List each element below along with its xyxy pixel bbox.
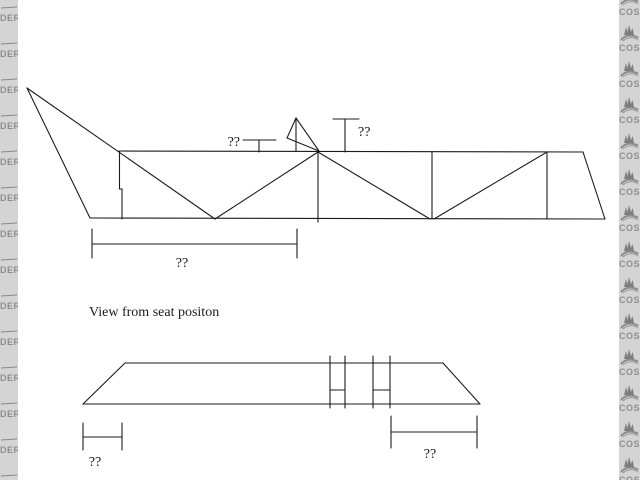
watermark-text-left: DERS — [0, 301, 18, 311]
watermark-tile-left: DERS — [0, 296, 18, 333]
watermark-text-right: COST — [619, 439, 640, 449]
castle-logo-icon — [620, 421, 639, 438]
castle-logo-icon — [620, 25, 639, 42]
watermark-text-left: DERS — [0, 121, 18, 131]
watermark-tile-left: DERS — [0, 440, 18, 477]
watermark-tile-left: DERS — [0, 188, 18, 225]
image-canvas — [18, 0, 619, 480]
watermark-text-right: COST — [619, 151, 640, 161]
background-pattern-left: DERS DERS DERS DERS DERS DERS DERS DERS … — [0, 0, 18, 480]
watermark-tile-right: COST — [619, 452, 640, 480]
mast-base-edge — [286, 137, 320, 152]
nose-upper-edge — [26, 87, 216, 220]
watermark-text-right: COST — [619, 223, 640, 233]
watermark-tile-right: COST — [619, 20, 640, 56]
watermark-tile-right: COST — [619, 380, 640, 416]
view-caption: View from seat positon — [89, 305, 220, 320]
watermark-tile-left: DERS — [0, 152, 18, 189]
watermark-tile-right: COST — [619, 416, 640, 452]
watermark-tile-left: DERS — [0, 332, 18, 369]
watermark-text-left: DERS — [0, 13, 18, 23]
castle-logo-icon — [620, 0, 639, 6]
watermark-text-left: DERS — [0, 337, 18, 347]
truss-rear-slant-edge — [582, 151, 606, 220]
watermark-text-left: DERS — [0, 373, 18, 383]
watermark-text-right: COST — [619, 475, 640, 480]
castle-logo-icon — [620, 169, 639, 186]
watermark-tile-right: COST — [619, 56, 640, 92]
mast-rear-edge — [295, 117, 320, 152]
castle-logo-icon — [620, 277, 639, 294]
watermark-tile-right: COST — [619, 164, 640, 200]
truss-top-chord — [118, 150, 584, 153]
watermark-text-left: DERS — [0, 85, 18, 95]
castle-logo-icon — [620, 241, 639, 258]
watermark-tile-right: COST — [619, 0, 640, 20]
watermark-tile-left: DERS — [0, 260, 18, 297]
watermark-tile-left: DERS — [0, 44, 18, 81]
watermark-tile-right: COST — [619, 128, 640, 164]
watermark-text-left: DERS — [0, 265, 18, 275]
watermark-text-left: DERS — [0, 49, 18, 59]
background-pattern-right: COST COST COST COST COST — [619, 0, 640, 480]
truss-bottom-chord — [89, 217, 606, 220]
watermark-text-right: COST — [619, 187, 640, 197]
watermark-tile-left: DERS — [0, 8, 18, 45]
castle-logo-icon — [620, 97, 639, 114]
castle-logo-icon — [620, 385, 639, 402]
front-length-dim-label: ?? — [176, 256, 188, 271]
truss-diagonal-up-3 — [433, 151, 548, 220]
watermark-tile-left: DERS — [0, 368, 18, 405]
truss-vertical-1 — [118, 150, 123, 220]
truss-diagonal-up-1 — [214, 151, 319, 220]
watermark-tile-right: COST — [619, 92, 640, 128]
watermark-text-left: DERS — [0, 157, 18, 167]
right-width-dim-label: ?? — [424, 447, 436, 462]
seat-height-dim-label: ?? — [228, 135, 240, 150]
watermark-text-right: COST — [619, 115, 640, 125]
seatview-right-slant — [442, 362, 481, 405]
watermark-tile-left: DERS — [0, 80, 18, 117]
castle-logo-icon — [620, 313, 639, 330]
watermark-text-right: COST — [619, 43, 640, 53]
mast-front-edge — [286, 117, 297, 139]
castle-logo-icon — [620, 349, 639, 366]
nose-lower-edge — [26, 87, 91, 219]
watermark-text-right: COST — [619, 367, 640, 377]
watermark-tile-right: COST — [619, 236, 640, 272]
left-width-dim-label: ?? — [89, 455, 101, 470]
seatview-left-slant — [82, 362, 126, 405]
castle-logo-icon — [620, 133, 639, 150]
castle-logo-icon — [620, 205, 639, 222]
watermark-text-right: COST — [619, 259, 640, 269]
watermark-tile-right: COST — [619, 272, 640, 308]
watermark-tile-left: DERS — [0, 224, 18, 261]
watermark-text-right: COST — [619, 295, 640, 305]
watermark-text-right: COST — [619, 7, 640, 17]
watermark-tile-right: COST — [619, 308, 640, 344]
watermark-text-right: COST — [619, 403, 640, 413]
castle-logo-icon — [620, 457, 639, 474]
watermark-text-left: DERS — [0, 409, 18, 419]
watermark-tile-right: COST — [619, 200, 640, 236]
watermark-text-left: DERS — [0, 229, 18, 239]
truss-diagonal-down-2 — [317, 151, 431, 220]
handle-height-dim-label: ?? — [358, 125, 370, 140]
castle-logo-icon — [620, 61, 639, 78]
watermark-text-right: COST — [619, 331, 640, 341]
watermark-tile-left: DERS — [0, 116, 18, 153]
watermark-text-left: DERS — [0, 193, 18, 203]
watermark-text-right: COST — [619, 79, 640, 89]
watermark-text-left: DERS — [0, 445, 18, 455]
watermark-tile-left: DERS — [0, 404, 18, 441]
watermark-tile-right: COST — [619, 344, 640, 380]
